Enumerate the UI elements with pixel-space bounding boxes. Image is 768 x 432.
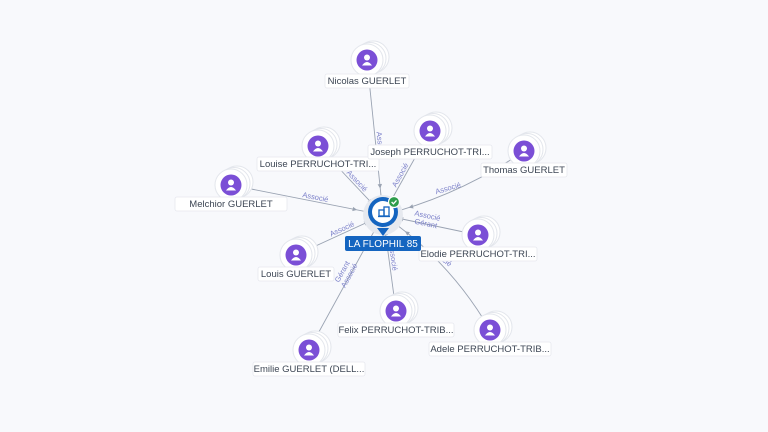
edge-role-label: Associé	[328, 219, 356, 238]
person-icon	[391, 305, 401, 317]
person-node[interactable]: Emilie GUERLET (DELL...	[252, 330, 366, 377]
person-icon	[291, 249, 301, 261]
person-icon	[473, 229, 483, 241]
person-node[interactable]: Joseph PERRUCHOT-TRI...	[367, 111, 493, 160]
company-pin-tip	[377, 228, 389, 236]
edge-arrow	[377, 183, 383, 189]
person-label-box	[324, 73, 410, 89]
person-icon	[304, 344, 314, 356]
edge-role-label: Associé	[434, 180, 462, 196]
person-label-box	[418, 246, 538, 262]
person-icon	[362, 54, 372, 66]
nodes-layer: Nicolas GUERLET Louise PERRUCHOT-TRI...Jo…	[174, 40, 568, 377]
person-name[interactable]: Nicolas GUERLET	[328, 76, 407, 87]
person-name[interactable]: Joseph PERRUCHOT-TRI...	[370, 147, 489, 158]
check-badge-icon	[387, 195, 401, 209]
company-node[interactable]: LA FLOPHIL 85	[345, 195, 421, 251]
edge-arrow	[352, 206, 358, 212]
company-label-box	[345, 236, 421, 251]
person-node[interactable]: Elodie PERRUCHOT-TRI...	[418, 215, 538, 262]
edge-role-label: Associé	[345, 168, 370, 193]
company-icon	[378, 206, 390, 218]
edge-arrow	[408, 204, 414, 209]
person-label-box	[256, 156, 380, 172]
person-icon	[226, 179, 236, 191]
person-node[interactable]: Louise PERRUCHOT-TRI...	[256, 126, 380, 172]
person-icon	[519, 145, 529, 157]
person-label-box	[257, 266, 335, 282]
check-mark	[391, 199, 397, 205]
person-name[interactable]: Louis GUERLET	[261, 269, 331, 280]
person-label-box	[252, 361, 366, 377]
person-label-box	[337, 322, 455, 338]
company-name[interactable]: LA FLOPHIL 85	[348, 239, 418, 250]
person-name[interactable]: Elodie PERRUCHOT-TRI...	[420, 249, 535, 260]
person-node[interactable]: Nicolas GUERLET	[324, 40, 410, 89]
person-icon	[485, 324, 495, 336]
person-name[interactable]: Melchior GUERLET	[189, 199, 273, 210]
person-node[interactable]: Adele PERRUCHOT-TRIB...	[428, 310, 552, 357]
edge-arrow	[404, 231, 410, 236]
person-label-box	[480, 162, 568, 178]
person-node[interactable]: Thomas GUERLET	[480, 131, 568, 178]
person-name[interactable]: Felix PERRUCHOT-TRIB...	[338, 325, 453, 336]
person-label-box	[174, 196, 288, 212]
person-icon	[313, 140, 323, 152]
person-icon	[425, 125, 435, 137]
person-name[interactable]: Thomas GUERLET	[483, 165, 565, 176]
person-name[interactable]: Adele PERRUCHOT-TRIB...	[430, 344, 549, 355]
person-label-box	[428, 341, 552, 357]
person-node[interactable]: Louis GUERLET	[257, 235, 335, 282]
person-name[interactable]: Emilie GUERLET (DELL...	[254, 364, 365, 375]
person-name[interactable]: Louise PERRUCHOT-TRI...	[260, 159, 377, 170]
person-node[interactable]: Felix PERRUCHOT-TRIB...	[337, 291, 455, 338]
person-node[interactable]: Melchior GUERLET	[174, 165, 288, 212]
person-label-box	[367, 144, 493, 160]
